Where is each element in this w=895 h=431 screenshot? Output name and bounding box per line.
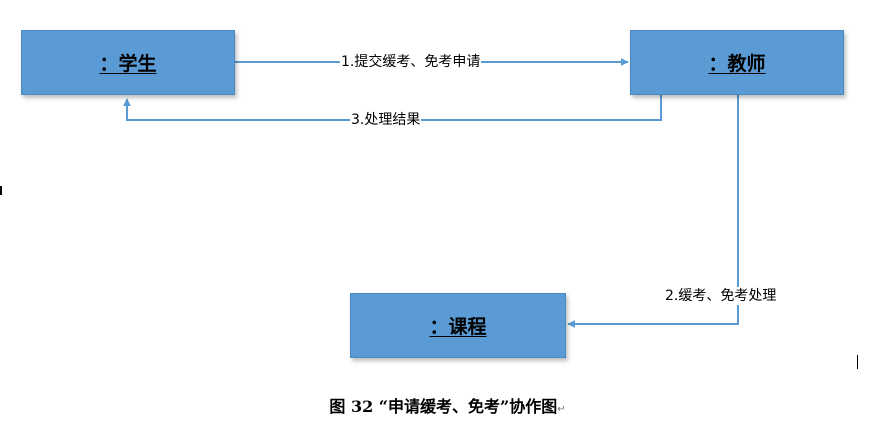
corner-mark	[857, 355, 858, 369]
edge-label-handle: 2.缓考、免考处理	[664, 287, 778, 305]
figure-caption: 图 32 “申请缓考、免考”协作图↵	[0, 393, 895, 417]
course-node-label: ：课程	[429, 316, 487, 338]
edge-label-submit: 1.提交缓考、免考申请	[340, 53, 482, 71]
paragraph-mark-icon: ↵	[557, 404, 566, 415]
connector-handle	[567, 95, 739, 328]
teacher-node: ：教师	[630, 30, 844, 95]
course-node: ：课程	[350, 293, 566, 358]
teacher-node-label: ：教师	[708, 53, 766, 75]
text-cursor-mark	[0, 186, 2, 195]
student-node-label: ：学生	[99, 53, 157, 75]
student-node: ：学生	[21, 30, 235, 95]
edge-label-result: 3.处理结果	[350, 111, 422, 129]
figure-caption-text: 图 32 “申请缓考、免考”协作图	[329, 397, 558, 416]
